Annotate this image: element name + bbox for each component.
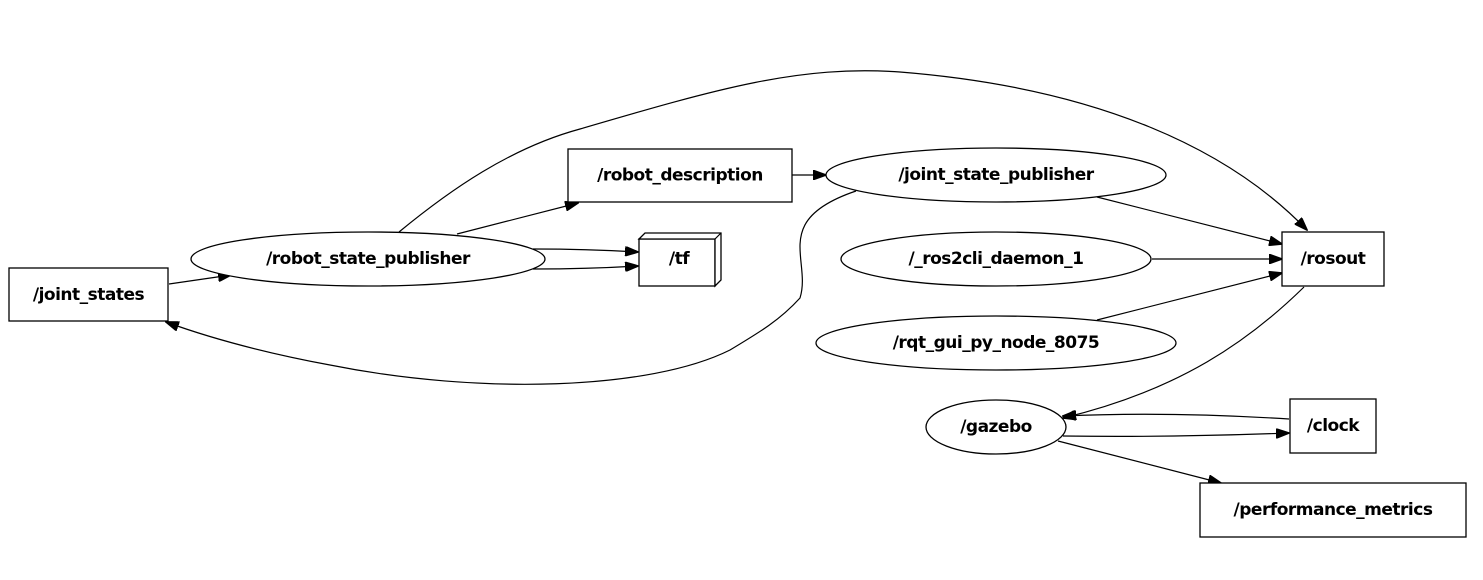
edges bbox=[166, 70, 1307, 483]
node-ros2cli-daemon[interactable]: /_ros2cli_daemon_1 bbox=[840, 231, 1152, 287]
node-label-clock: /clock bbox=[1307, 416, 1360, 436]
edge-gazebo-to-performance-metrics bbox=[1057, 440, 1221, 483]
node-label-ros2cli-daemon: /_ros2cli_daemon_1 bbox=[909, 249, 1084, 269]
node-rqt-gui[interactable]: /rqt_gui_py_node_8075 bbox=[815, 315, 1177, 371]
edge-robot-state-publisher-to-rosout bbox=[398, 70, 1307, 233]
edge-joint-state-publisher-to-joint-states bbox=[166, 190, 857, 385]
node-rosout[interactable]: /rosout bbox=[1281, 231, 1385, 287]
node-tf[interactable]: /tf bbox=[637, 232, 722, 288]
node-joint-states[interactable]: /joint_states bbox=[8, 267, 169, 322]
edge-joint-states-to-robot-state-publisher bbox=[168, 275, 231, 285]
edge-clock-to-gazebo bbox=[1063, 414, 1290, 419]
node-performance-metrics[interactable]: /performance_metrics bbox=[1199, 482, 1467, 538]
edge-robot-state-publisher-to-tf-lower bbox=[532, 266, 638, 269]
node-label-joint-states: /joint_states bbox=[33, 285, 145, 305]
node-robot-description[interactable]: /robot_description bbox=[567, 148, 793, 203]
node-clock[interactable]: /clock bbox=[1289, 398, 1377, 454]
edge-joint-state-publisher-to-rosout bbox=[1096, 196, 1282, 244]
edge-gazebo-to-clock bbox=[1062, 433, 1289, 436]
node-robot-state-publisher[interactable]: /robot_state_publisher bbox=[190, 231, 546, 287]
node-label-rosout: /rosout bbox=[1301, 249, 1366, 269]
node-label-performance-metrics: /performance_metrics bbox=[1234, 500, 1433, 520]
node-label-robot-state-publisher: /robot_state_publisher bbox=[266, 249, 471, 269]
node-gazebo[interactable]: /gazebo bbox=[925, 399, 1067, 455]
node-label-gazebo: /gazebo bbox=[960, 417, 1032, 437]
edge-gazebo-to-rosout bbox=[1063, 286, 1305, 418]
edge-robot-state-publisher-to-tf-upper bbox=[532, 249, 638, 252]
edge-rqt-gui-to-rosout bbox=[1096, 273, 1282, 321]
node-label-tf: /tf bbox=[669, 249, 690, 269]
node-label-rqt-gui: /rqt_gui_py_node_8075 bbox=[893, 333, 1100, 353]
node-joint-state-publisher[interactable]: /joint_state_publisher bbox=[825, 147, 1167, 203]
edge-robot-state-publisher-to-robot-description bbox=[456, 203, 578, 235]
node-label-robot-description: /robot_description bbox=[597, 166, 763, 186]
node-label-joint-state-publisher: /joint_state_publisher bbox=[898, 165, 1094, 185]
